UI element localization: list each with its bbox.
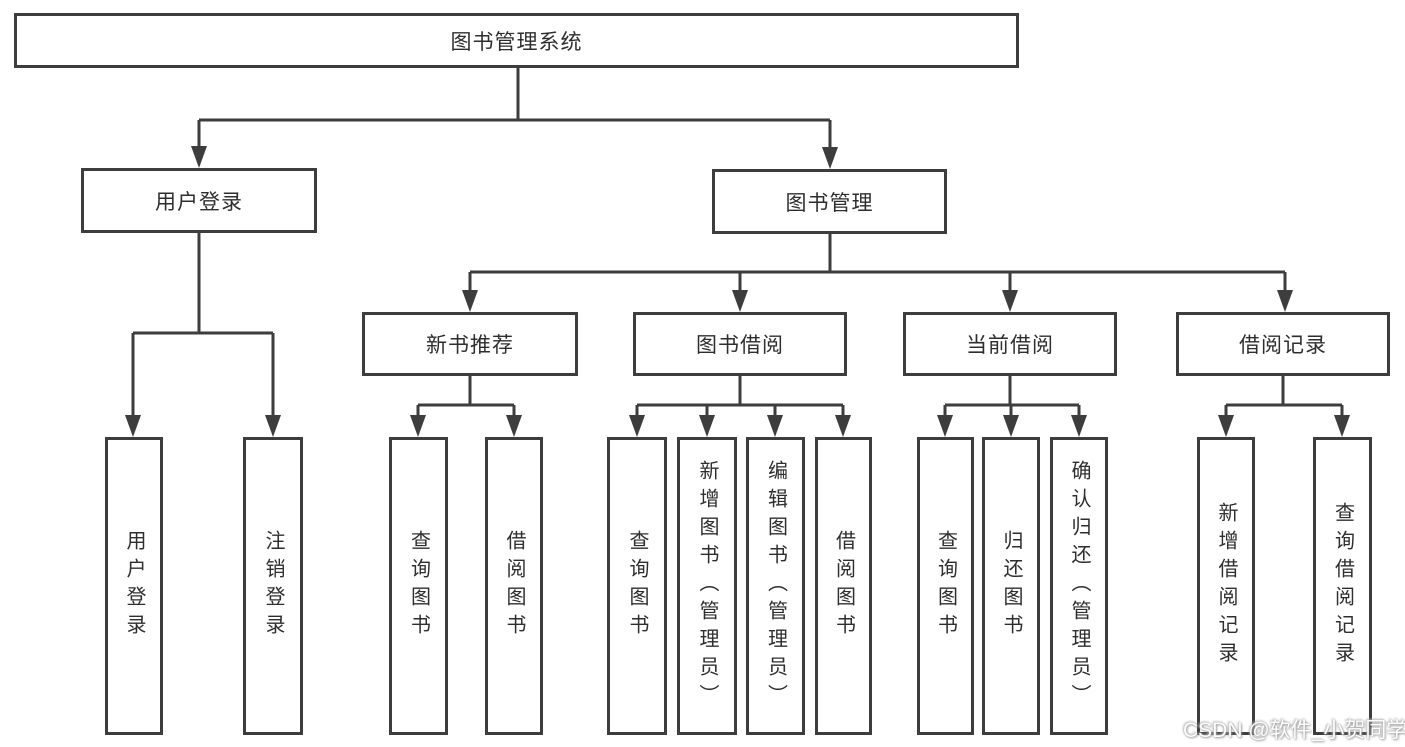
leaf-records-query-record: 查询借阅记录 [1313, 437, 1372, 735]
leaf-recommend-borrow-books: 借阅图书 [485, 437, 543, 735]
leaf-current-confirm-return-admin: 确认归还（管理员） [1050, 437, 1108, 735]
leaf-borrowing-borrow-books: 借阅图书 [815, 437, 872, 735]
node-book-borrowing: 图书借阅 [633, 312, 847, 376]
node-user-login: 用户登录 [81, 168, 317, 233]
node-book-management: 图书管理 [712, 169, 947, 234]
leaf-user-login: 用户登录 [105, 437, 163, 735]
leaf-recommend-query-books: 查询图书 [389, 437, 448, 735]
leaf-logout: 注销登录 [243, 437, 303, 735]
leaf-borrowing-query-books: 查询图书 [607, 437, 667, 735]
leaf-borrowing-add-books-admin: 新增图书（管理员） [677, 437, 737, 735]
node-current-borrowing: 当前借阅 [903, 312, 1117, 376]
csdn-watermark: CSDN @软件_小贺同学 [1183, 719, 1405, 742]
node-root-library-system: 图书管理系统 [14, 13, 1019, 68]
leaf-current-query-books: 查询图书 [917, 437, 974, 735]
leaf-current-return-books: 归还图书 [982, 437, 1040, 735]
leaf-records-add-record: 新增借阅记录 [1197, 437, 1255, 735]
leaf-borrowing-edit-books-admin: 编辑图书（管理员） [746, 437, 805, 735]
node-borrowing-records: 借阅记录 [1176, 312, 1390, 376]
node-new-book-recommend: 新书推荐 [362, 312, 578, 376]
